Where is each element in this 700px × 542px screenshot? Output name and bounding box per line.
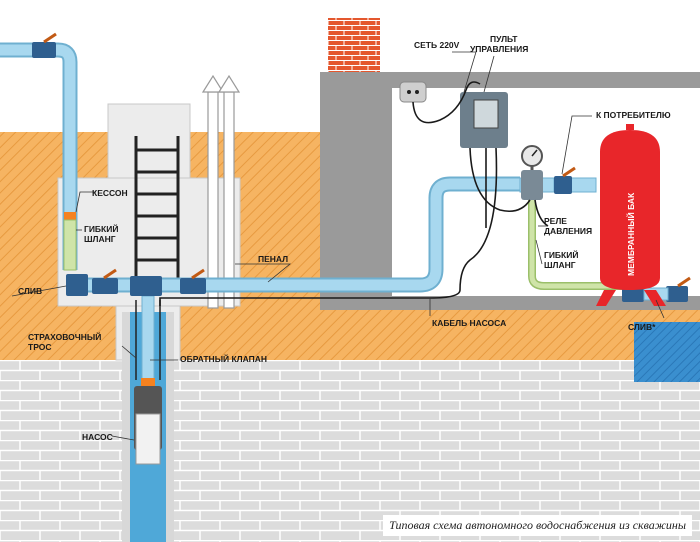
- label-drain-left: СЛИВ: [18, 286, 42, 296]
- label-relay-line1: РЕЛЕ: [544, 216, 567, 226]
- label-control-panel-line1: ПУЛЬТ: [490, 34, 518, 44]
- label-network: СЕТЬ 220V: [414, 40, 460, 50]
- label-flex-hose-right-line2: ШЛАНГ: [544, 260, 576, 270]
- power-socket-icon: [399, 81, 427, 103]
- diagram-caption: Типовая схема автономного водоснабжения …: [383, 515, 692, 536]
- vent-pipes: [201, 74, 241, 309]
- membrane-tank: [600, 130, 660, 290]
- check-valve: [141, 378, 155, 386]
- label-safety-rope-line1: СТРАХОВОЧНЫЙ: [28, 331, 101, 342]
- label-tank: МЕМБРАННЫЙ БАК: [625, 192, 636, 276]
- label-safety-rope-line2: ТРОС: [28, 342, 52, 352]
- chimney: [328, 18, 380, 72]
- label-flex-hose-left-line2: ШЛАНГ: [84, 234, 116, 244]
- control-panel-display: [473, 99, 499, 129]
- label-drain-right: СЛИВ*: [628, 322, 656, 332]
- caisson-ladder: [134, 136, 180, 286]
- flex-hose-coupling: [64, 212, 76, 220]
- label-flex-hose-left-line1: ГИБКИЙ: [84, 223, 118, 234]
- label-pump: НАСОС: [82, 432, 113, 442]
- leader-lines: [11, 51, 665, 441]
- label-pump-cable: КАБЕЛЬ НАСОСА: [432, 318, 506, 328]
- drain-pit: [634, 322, 700, 382]
- label-control-panel-line2: УПРАВЛЕНИЯ: [470, 44, 528, 54]
- label-caisson: КЕССОН: [92, 188, 128, 198]
- label-consumer: К ПОТРЕБИТЕЛЮ: [596, 110, 671, 120]
- inlet-pipe: [0, 44, 76, 270]
- label-check-valve: ОБРАТНЫЙ КЛАПАН: [180, 353, 267, 364]
- label-casing: ПЕНАЛ: [258, 254, 288, 264]
- pressure-relay: [521, 170, 543, 200]
- label-flex-hose-right-line1: ГИБКИЙ: [544, 249, 578, 260]
- valves: [32, 42, 688, 302]
- well-riser-pipe: [141, 295, 155, 385]
- cables: [159, 81, 549, 306]
- label-relay-line2: ДАВЛЕНИЯ: [544, 226, 592, 236]
- flex-hose-left: [63, 219, 77, 271]
- brick-wall-background: [0, 360, 700, 542]
- flex-hose-right: [529, 200, 622, 289]
- consumer-pipe-end: [569, 177, 597, 193]
- pump-motor: [135, 413, 161, 465]
- main-pipe: [70, 178, 520, 291]
